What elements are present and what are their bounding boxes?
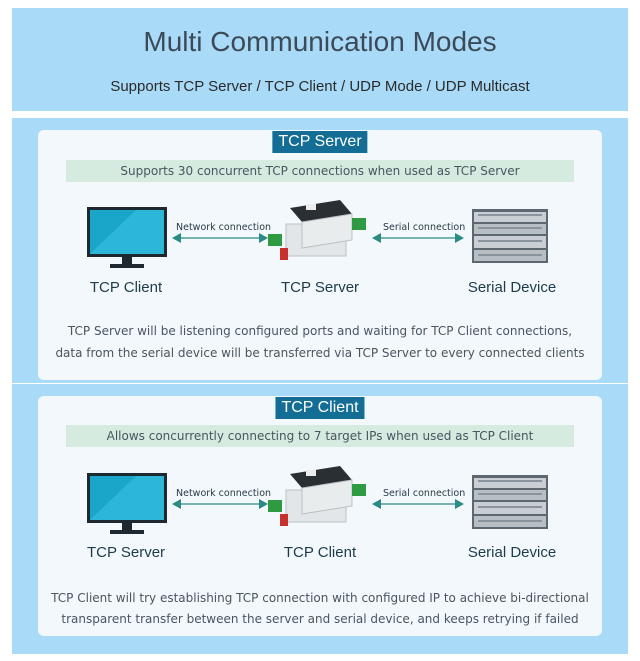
server-rack-icon bbox=[472, 209, 548, 263]
center-node-label: TCP Server bbox=[280, 279, 360, 296]
monitor-icon bbox=[87, 207, 167, 268]
header-banner: Multi Communication Modes Supports TCP S… bbox=[12, 8, 628, 111]
double-arrow-icon bbox=[372, 233, 464, 243]
right-node-label: Serial Device bbox=[467, 279, 557, 296]
double-arrow-icon bbox=[172, 499, 268, 509]
description-line-2: data from the serial device will be tran… bbox=[55, 346, 585, 360]
feature-band: Allows concurrently connecting to 7 targ… bbox=[66, 425, 574, 447]
left-node-label: TCP Client bbox=[89, 279, 163, 296]
description-line-1: TCP Client will try establishing TCP con… bbox=[51, 591, 589, 605]
network-connection-label: Network connection bbox=[176, 222, 272, 233]
description-line-1: TCP Server will be listening configured … bbox=[67, 324, 573, 338]
right-node-label: Serial Device bbox=[467, 544, 557, 561]
serial-server-device-icon bbox=[268, 466, 366, 526]
page-subtitle: Supports TCP Server / TCP Client / UDP M… bbox=[110, 78, 530, 95]
serial-connection-label: Serial connection bbox=[383, 488, 466, 499]
panel-tcp-client: TCP Client Allows concurrently connectin… bbox=[38, 396, 602, 636]
center-node-label: TCP Client bbox=[283, 544, 357, 561]
mode-badge: TCP Server bbox=[272, 131, 368, 153]
network-connection-label: Network connection bbox=[176, 488, 272, 499]
serial-connection-label: Serial connection bbox=[383, 222, 466, 233]
page-title: Multi Communication Modes bbox=[143, 26, 497, 57]
description-line-2: transparent transfer between the server … bbox=[61, 612, 579, 626]
panel-tcp-server: TCP Server Supports 30 concurrent TCP co… bbox=[38, 130, 602, 380]
feature-band: Supports 30 concurrent TCP connections w… bbox=[66, 160, 574, 182]
server-rack-icon bbox=[472, 475, 548, 529]
double-arrow-icon bbox=[372, 499, 464, 509]
serial-server-device-icon bbox=[268, 200, 366, 260]
double-arrow-icon bbox=[172, 233, 268, 243]
left-node-label: TCP Server bbox=[86, 544, 166, 561]
mode-badge: TCP Client bbox=[275, 397, 365, 419]
monitor-icon bbox=[87, 473, 167, 534]
